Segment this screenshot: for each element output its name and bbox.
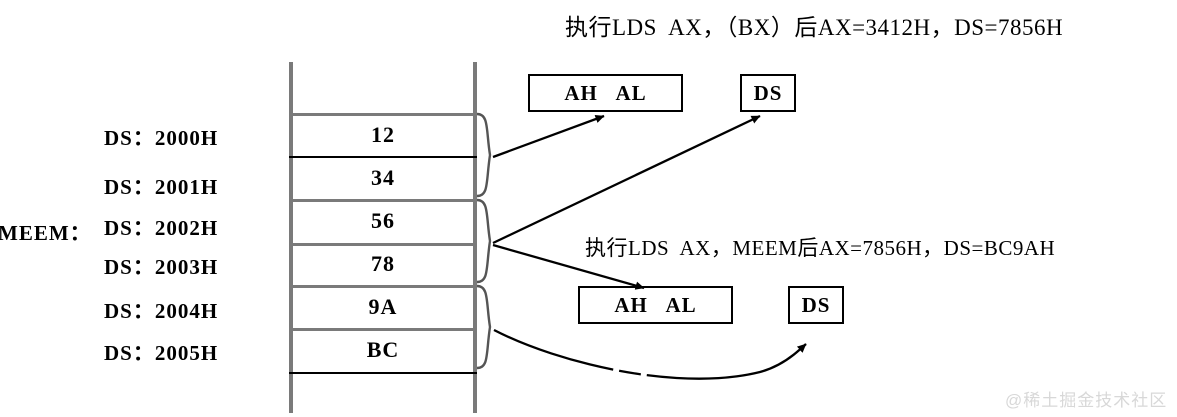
brace-bytes-12-34 <box>476 112 492 198</box>
annotation-text-bx-case: 执行LDS AX，（BX）后AX=3412H，DS=7856H <box>565 15 1064 40</box>
address-label-2000h: DS：2000H <box>104 126 219 150</box>
register-box-ds-top: DS <box>740 74 796 112</box>
memory-cell-value: 9A <box>368 294 398 319</box>
memory-row-divider-6 <box>289 372 477 374</box>
address-label-2001h: DS：2001H <box>104 175 219 199</box>
memory-row-divider-2 <box>289 199 477 202</box>
brace-bytes-56-78 <box>476 198 492 284</box>
memory-row-divider-0 <box>289 113 477 116</box>
memory-cell-value: 12 <box>371 122 395 147</box>
address-label-2003h: DS：2003H <box>104 255 219 279</box>
arrow-bytes-to-ds-top <box>492 114 761 245</box>
register-box-ah-al-bottom: AH AL <box>578 286 733 324</box>
register-box-ds-bottom: DS <box>788 286 844 324</box>
brace-bytes-9a-bc <box>476 284 492 370</box>
meem-symbol-label: MEEM： <box>0 221 92 245</box>
memory-table-left-rail <box>289 62 293 413</box>
arrow-bytes-to-ah-al-bottom <box>492 243 645 290</box>
memory-row-divider-4 <box>289 285 477 288</box>
memory-cell-value: 56 <box>371 208 395 233</box>
annotation-text-meem-case: 执行LDS AX，MEEM后AX=7856H，DS=BC9AH <box>585 236 1056 260</box>
address-label-2004h: DS：2004H <box>104 299 219 323</box>
watermark-label: @稀土掘金技术社区 <box>1005 391 1168 410</box>
memory-row-divider-5 <box>289 328 477 331</box>
memory-cell-value: BC <box>366 337 400 362</box>
register-box-ah-al-top: AH AL <box>528 74 683 112</box>
memory-row-divider-3 <box>289 243 477 246</box>
memory-table-right-rail <box>473 62 477 413</box>
address-label-2005h: DS：2005H <box>104 341 219 365</box>
arrow-bytes-to-ah-al-top <box>492 114 605 159</box>
memory-cell-value: 34 <box>371 165 395 190</box>
arrow-bytes-to-ds-bottom <box>493 328 807 380</box>
memory-row-divider-1 <box>289 156 477 158</box>
memory-cell-value: 78 <box>371 251 395 276</box>
memory-table: 12 34 56 78 9A BC <box>289 62 477 413</box>
address-label-2002h: DS：2002H <box>104 216 219 240</box>
